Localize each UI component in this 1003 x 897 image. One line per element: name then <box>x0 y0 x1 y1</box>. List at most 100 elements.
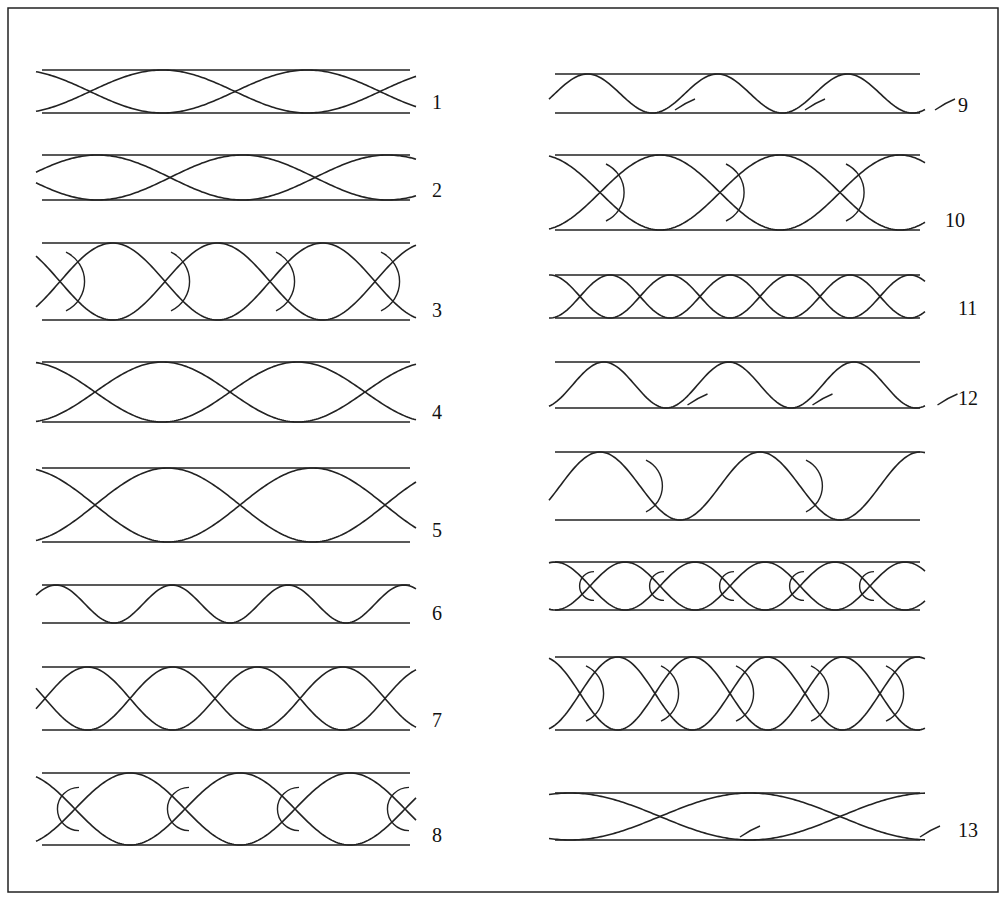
border-line <box>42 112 410 114</box>
braid-hook <box>381 252 400 311</box>
braid-strip <box>549 562 925 610</box>
braid-hook <box>580 572 594 601</box>
braid-strip <box>36 468 416 542</box>
border-line <box>555 729 920 731</box>
braid-curve <box>36 773 416 845</box>
callout-number: 11 <box>958 298 977 318</box>
braid-hook <box>650 572 664 601</box>
braid-curve <box>36 362 416 422</box>
braid-hook <box>675 99 695 110</box>
border-line <box>42 69 410 71</box>
braid-hook <box>806 460 822 512</box>
callout-number: 5 <box>432 520 442 540</box>
callout-number: 12 <box>958 388 978 408</box>
braid-curve <box>36 243 416 320</box>
braid-strip <box>549 362 958 408</box>
border-line <box>42 541 410 543</box>
border-line <box>555 73 920 75</box>
braid-strip <box>36 667 416 730</box>
border-line <box>555 229 920 231</box>
braid-strip <box>36 585 416 623</box>
braid-curve <box>549 155 925 230</box>
braid-hook <box>646 460 662 512</box>
braid-hook <box>586 666 604 721</box>
braid-strip <box>36 243 416 320</box>
braid-hook <box>277 787 299 830</box>
braid-curve <box>36 155 416 200</box>
braid-curve <box>549 275 925 318</box>
braid-curve <box>36 70 416 113</box>
callout-number: 13 <box>958 820 978 840</box>
braid-hook <box>736 666 754 721</box>
braid-hook <box>661 666 679 721</box>
border-line <box>555 451 920 453</box>
braid-hook <box>740 826 760 837</box>
braid-curve <box>36 70 416 113</box>
braid-hook <box>66 252 85 311</box>
braid-curve <box>36 667 416 730</box>
braid-curve <box>36 468 416 542</box>
border-line <box>555 561 920 563</box>
braid-strip <box>549 657 925 730</box>
braid-hook <box>938 394 958 405</box>
braid-curve <box>549 657 925 730</box>
braid-hook <box>935 99 955 110</box>
braid-curve <box>549 562 925 610</box>
callout-number: 3 <box>432 300 442 320</box>
braid-hook <box>57 787 79 830</box>
braid-hook <box>886 666 904 721</box>
braid-hook <box>171 252 190 311</box>
border-line <box>42 584 410 586</box>
braid-curve <box>549 657 925 730</box>
braid-curve <box>549 155 925 230</box>
braid-curve <box>549 562 925 610</box>
braid-hook <box>805 99 825 110</box>
braid-strip <box>549 275 925 318</box>
braid-hook <box>606 164 624 221</box>
callout-number: 1 <box>432 92 442 112</box>
border-line <box>555 656 920 658</box>
braid-curve <box>549 793 925 840</box>
braid-hook <box>387 787 409 830</box>
frame <box>8 8 998 892</box>
border-line <box>555 519 920 521</box>
border-line <box>42 421 410 423</box>
callout-number: 10 <box>945 210 965 230</box>
braid-curve <box>36 362 416 422</box>
border-line <box>42 666 410 668</box>
border-line <box>555 112 920 114</box>
braid-hook <box>920 826 940 837</box>
callout-number: 9 <box>958 95 968 115</box>
border-line <box>42 361 410 363</box>
braid-hook <box>790 572 804 601</box>
border-line <box>42 467 410 469</box>
braid-curve <box>549 74 925 113</box>
braid-curve <box>36 468 416 542</box>
callout-number: 7 <box>432 710 442 730</box>
braid-hook <box>688 394 708 405</box>
callout-number: 4 <box>432 402 442 422</box>
braid-strip <box>549 452 925 520</box>
border-line <box>555 407 920 409</box>
braid-strip <box>549 155 925 230</box>
callout-number: 6 <box>432 603 442 623</box>
braid-curve <box>36 243 416 320</box>
braid-hook <box>276 252 295 311</box>
braid-strip <box>549 74 955 113</box>
braid-curve <box>549 793 925 840</box>
braid-curve <box>549 275 925 318</box>
callout-number: 2 <box>432 180 442 200</box>
border-line <box>555 609 920 611</box>
border-line <box>555 154 920 156</box>
braid-curve <box>36 585 416 623</box>
braid-strip <box>549 793 940 840</box>
braid-strip <box>36 773 416 845</box>
braid-strip <box>36 155 416 200</box>
border-line <box>42 729 410 731</box>
braid-curve <box>36 155 416 200</box>
braid-hook <box>726 164 744 221</box>
braid-curve <box>549 362 925 408</box>
braid-curve <box>549 452 925 520</box>
braid-hook <box>167 787 189 830</box>
